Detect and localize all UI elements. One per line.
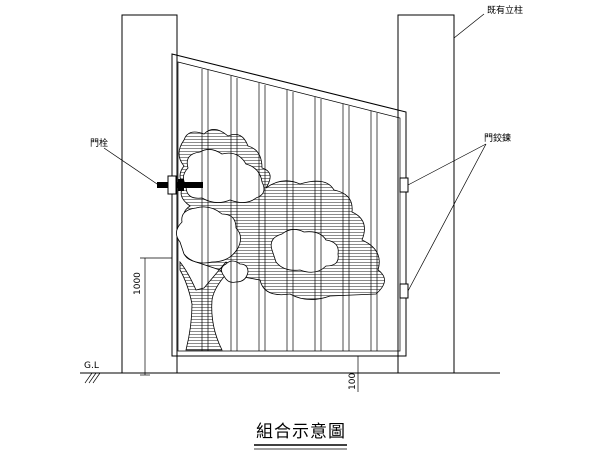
hinge-upper xyxy=(399,177,409,193)
drawing-title: 組合示意圖 xyxy=(256,422,346,442)
cloud-small xyxy=(221,260,249,283)
gate-frame-outer xyxy=(171,53,407,357)
gate-bar xyxy=(370,111,378,351)
gate-bolt xyxy=(157,175,203,195)
leader-existing-post xyxy=(453,13,485,39)
cloud-puffs xyxy=(176,149,339,283)
label-existing-post: 既有立柱 xyxy=(487,4,523,16)
dimension-height xyxy=(140,257,172,376)
ground-hatch xyxy=(84,372,101,384)
gate-bars xyxy=(201,69,378,351)
cloud-upper xyxy=(183,149,265,203)
gate-bar xyxy=(230,76,238,351)
dimension-clearance xyxy=(352,355,364,392)
gate-bar xyxy=(342,104,350,351)
leader-gate-bolt xyxy=(103,147,161,187)
gate-bar xyxy=(314,97,322,351)
cloud-right xyxy=(270,229,339,273)
label-dim-clearance: 100 xyxy=(348,373,358,390)
label-dim-height: 1000 xyxy=(133,272,143,295)
label-gate-bolt: 門栓 xyxy=(90,137,108,149)
gate-bar xyxy=(258,83,266,351)
cloud-left xyxy=(176,206,241,264)
hinge-lower xyxy=(399,283,409,299)
leader-hinge-upper xyxy=(407,143,487,186)
gate-bar xyxy=(201,69,209,351)
leader-hinge-lower xyxy=(407,143,487,292)
gate-bar xyxy=(286,90,294,351)
tree-trunk xyxy=(179,260,233,351)
gate-frame-inner xyxy=(177,61,401,352)
label-ground-line: G.L xyxy=(84,361,99,371)
label-gate-hinge: 門鉸鍊 xyxy=(484,132,511,144)
